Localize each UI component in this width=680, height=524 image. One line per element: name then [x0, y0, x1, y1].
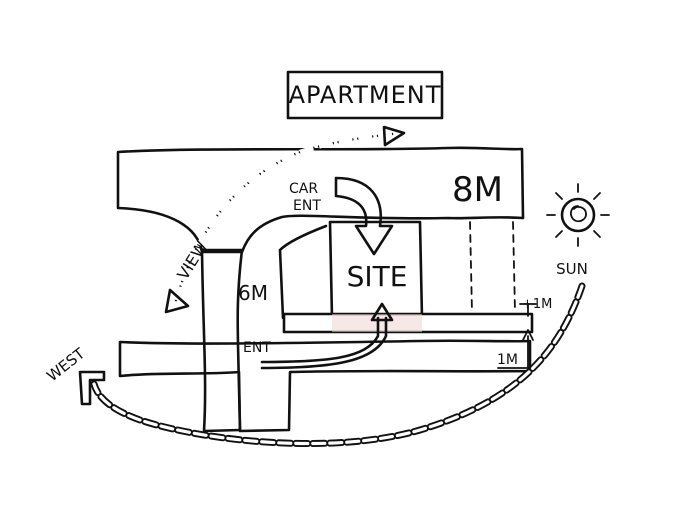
car-entrance-label-line1: CAR — [289, 181, 318, 197]
west-arrow-icon — [78, 370, 106, 406]
car-entrance-label-line2: ENT — [293, 198, 321, 214]
view-label: VIEW — [173, 238, 211, 283]
level-upper-label: +1M — [522, 297, 552, 312]
pedestrian-entrance-label: ENT — [243, 340, 271, 356]
road-lower — [118, 339, 532, 433]
site-label: SITE — [347, 260, 408, 293]
road-6m-label: 6M — [238, 281, 268, 305]
west-label: WEST — [43, 344, 89, 385]
apartment-box: APARTMENT — [286, 70, 444, 120]
level-lower-label: 1M — [497, 352, 518, 368]
car-entrance-arrow: CAR ENT — [289, 176, 394, 256]
level-markers: +1M 1M — [497, 297, 552, 369]
road-8m-label: 8M — [452, 170, 503, 210]
road-6m: 6M — [200, 248, 268, 433]
apartment-label: APARTMENT — [289, 81, 442, 109]
site-plot: SITE — [328, 220, 424, 320]
level-hatch-band — [282, 312, 534, 334]
view-arrow-head-left — [164, 288, 190, 314]
sun-label: SUN — [556, 260, 588, 278]
view-arrow-head-right — [382, 125, 406, 147]
pedestrian-entrance-arrow: ENT — [243, 302, 394, 370]
context-lines — [278, 221, 516, 320]
sun-icon: SUN — [546, 183, 610, 278]
